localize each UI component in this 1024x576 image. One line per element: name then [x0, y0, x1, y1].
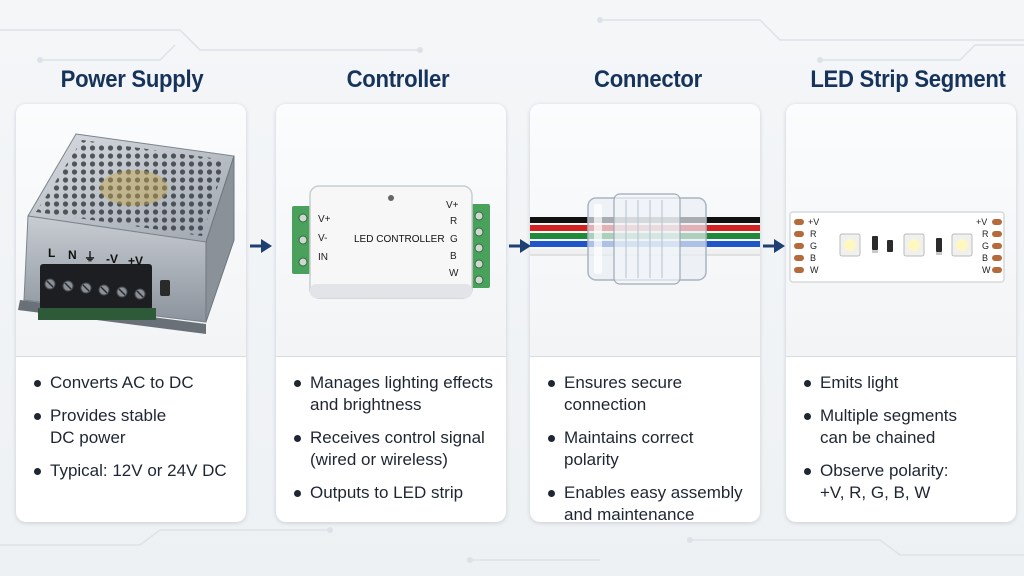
pad-label-vplus-left: +V — [808, 217, 819, 227]
output-label-r: R — [450, 216, 457, 227]
connector-title: Connector — [594, 66, 702, 93]
bullet-item: Ensures secure connection — [544, 372, 752, 416]
pad-label-g-left: G — [810, 241, 817, 251]
connector-bullets: Ensures secure connection Maintains corr… — [544, 372, 752, 522]
terminal-label-l: L — [48, 246, 55, 260]
bullet-item: Enables easy assembly and maintenance — [544, 482, 752, 522]
bullet-item: Receives control signal (wired or wirele… — [290, 427, 498, 471]
pad-label-w-left: W — [810, 265, 819, 275]
terminal-label-neg-v: -V — [106, 252, 118, 266]
connector-illustration — [530, 193, 760, 285]
output-label-vplus: V+ — [446, 200, 459, 211]
terminal-label-n: N — [68, 248, 77, 262]
input-label-vplus: V+ — [318, 214, 331, 225]
bullet-item: Converts AC to DC — [30, 372, 238, 394]
pad-label-vplus-right: +V — [976, 217, 987, 227]
connector-card: Ensures secure connection Maintains corr… — [530, 104, 760, 522]
power-supply-image: L N ⏚ -V +V — [16, 104, 246, 356]
pad-label-r-left: R — [810, 229, 817, 239]
controller-image: V+ V- IN V+ R G B W LED CONTROLLER — [276, 104, 506, 356]
ground-icon: ⏚ — [84, 250, 96, 264]
flow-arrow-icon — [763, 239, 785, 253]
power-supply-bullets: Converts AC to DC Provides stable DC pow… — [30, 372, 238, 493]
pad-label-r-right: R — [982, 229, 989, 239]
output-label-b: B — [450, 251, 457, 262]
bullet-item: Emits light — [800, 372, 1008, 394]
flow-arrow-icon — [509, 239, 531, 253]
power-supply-card: L N ⏚ -V +V Converts AC to DC Provides s… — [16, 104, 246, 522]
bullet-item: Maintains correct polarity — [544, 427, 752, 471]
controller-card: V+ V- IN V+ R G B W LED CONTROLLER Manag… — [276, 104, 506, 522]
pad-label-b-right: B — [982, 253, 988, 263]
output-label-w: W — [449, 268, 459, 279]
card-divider — [530, 356, 760, 357]
led-strip-illustration: +V R G B W +V R G B W — [789, 211, 1005, 283]
bullet-item: Observe polarity: +V, R, G, B, W — [800, 460, 1008, 504]
card-divider — [276, 356, 506, 357]
led-strip-image: +V R G B W +V R G B W — [786, 104, 1016, 356]
power-supply-title: Power Supply — [60, 66, 204, 93]
card-divider — [16, 356, 246, 357]
pad-label-w-right: W — [982, 265, 991, 275]
card-divider — [786, 356, 1016, 357]
bullet-item: Multiple segments can be chained — [800, 405, 1008, 449]
controller-bullets: Manages lighting effects and brightness … — [290, 372, 498, 515]
flow-arrow-icon — [250, 239, 272, 253]
led-strip-card: +V R G B W +V R G B W — [786, 104, 1016, 522]
power-supply-illustration: L N ⏚ -V +V — [18, 133, 235, 334]
controller-illustration: V+ V- IN V+ R G B W LED CONTROLLER — [292, 185, 490, 299]
controller-title: Controller — [346, 66, 450, 93]
bullet-item: Provides stable DC power — [30, 405, 238, 449]
terminal-label-pos-v: +V — [128, 254, 143, 268]
output-label-g: G — [450, 234, 458, 245]
bullet-item: Manages lighting effects and brightness — [290, 372, 498, 416]
input-label-vminus: V- — [318, 233, 327, 244]
led-strip-bullets: Emits light Multiple segments can be cha… — [800, 372, 1008, 515]
pad-label-b-left: B — [810, 253, 816, 263]
bullet-item: Outputs to LED strip — [290, 482, 498, 504]
bullet-item: Typical: 12V or 24V DC — [30, 460, 238, 482]
controller-device-label: LED CONTROLLER — [354, 234, 445, 245]
input-label-in: IN — [318, 252, 328, 263]
pad-label-g-right: G — [982, 241, 989, 251]
connector-image — [530, 104, 760, 356]
led-strip-title: LED Strip Segment — [810, 66, 1006, 93]
